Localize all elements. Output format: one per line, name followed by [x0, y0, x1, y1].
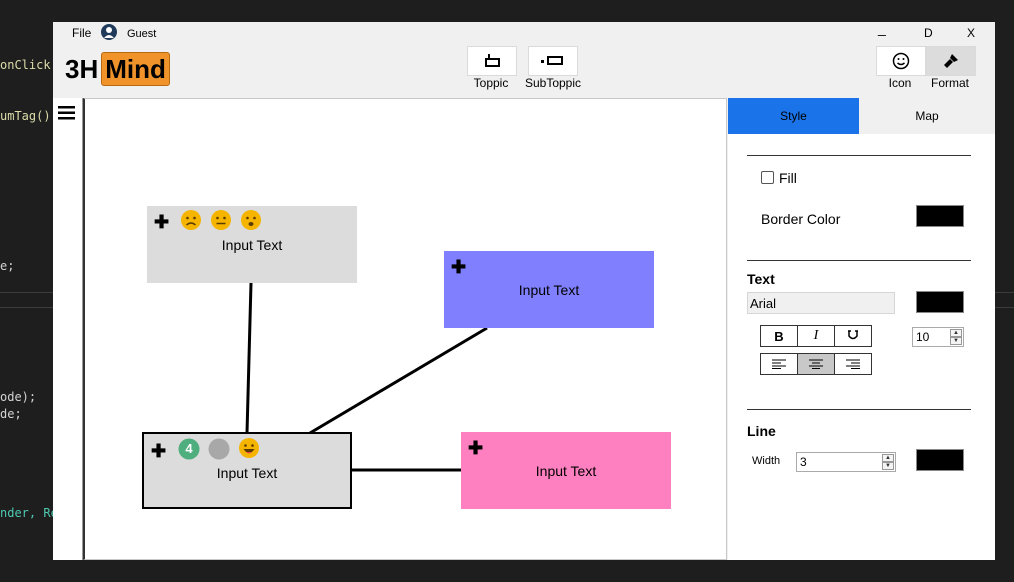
editor-divider: [0, 307, 53, 308]
top-bar: File Guest 3H Mind Toppic SubToppic: [53, 20, 995, 98]
editor-divider: [995, 292, 1014, 293]
underline-button[interactable]: [835, 326, 871, 346]
format-brush-icon: [944, 54, 958, 68]
border-color-label: Border Color: [761, 211, 841, 227]
line-width-stepper[interactable]: 3 ▲▼: [796, 452, 896, 472]
node-text[interactable]: Input Text: [518, 282, 580, 298]
icon-label: Icon: [888, 76, 912, 90]
format-button[interactable]: [926, 46, 976, 76]
code-fragment: de;: [0, 407, 22, 421]
connector-line: [309, 326, 488, 435]
align-center-icon: [809, 359, 823, 369]
topic-node[interactable]: ✚ 4 Input Text: [142, 432, 352, 509]
sad-face-icon: [181, 210, 201, 230]
stepper-arrows[interactable]: ▲▼: [950, 329, 962, 345]
align-left-button[interactable]: [761, 354, 798, 374]
node-text[interactable]: Input Text: [535, 463, 597, 479]
node-text[interactable]: Input Text: [221, 237, 283, 253]
divider: [747, 409, 971, 410]
align-right-icon: [846, 359, 860, 369]
topic-node[interactable]: ✚ Input Text: [147, 206, 357, 283]
topic-icon: [485, 54, 500, 67]
minimize-button[interactable]: _: [878, 20, 886, 36]
bold-button[interactable]: B: [761, 326, 798, 346]
font-size-value: 10: [916, 330, 930, 344]
align-center-button[interactable]: [798, 354, 835, 374]
neutral-face-icon: [211, 210, 231, 230]
add-topic-button[interactable]: [467, 46, 517, 76]
line-section-header: Line: [747, 423, 776, 439]
topic-node[interactable]: ✚ Input Text: [461, 432, 671, 509]
properties-panel: Style Map Fill Border Color Text Arial B…: [728, 98, 995, 560]
text-section-header: Text: [747, 271, 775, 287]
fill-label: Fill: [779, 170, 797, 186]
connector-line: [245, 282, 253, 434]
logo-text: 3H: [65, 53, 99, 84]
italic-label: I: [813, 328, 819, 343]
connector-lines: [245, 282, 488, 472]
icon-button[interactable]: [876, 46, 926, 76]
editor-divider: [0, 292, 53, 293]
logo-highlight: Mind: [101, 52, 170, 86]
expand-plus-icon[interactable]: ✚: [468, 438, 484, 458]
divider: [747, 260, 971, 261]
border-color-swatch[interactable]: [916, 205, 964, 227]
code-fragment: ode);: [0, 390, 37, 404]
maximize-button[interactable]: D: [924, 26, 933, 40]
code-fragment: onClick: [0, 58, 51, 72]
alignment-group: [760, 353, 872, 375]
up-arrow-icon[interactable]: ▲: [950, 329, 962, 337]
expand-plus-icon[interactable]: ✚: [154, 212, 170, 232]
bold-label: B: [774, 328, 784, 344]
line-color-swatch[interactable]: [916, 449, 964, 471]
fill-checkbox[interactable]: [761, 171, 774, 184]
subtopic-icon: [541, 56, 563, 65]
up-arrow-icon[interactable]: ▲: [882, 454, 894, 462]
font-size-stepper[interactable]: 10 ▲▼: [912, 327, 964, 347]
app-logo: 3H Mind: [65, 51, 170, 87]
text-style-group: B I: [760, 325, 872, 347]
app-window: File Guest 3H Mind Toppic SubToppic: [53, 20, 995, 560]
topic-node[interactable]: ✚ Input Text: [444, 251, 654, 328]
mindmap-canvas[interactable]: ✚ Input Text ✚ Input Text: [83, 98, 727, 560]
font-family-field[interactable]: Arial: [747, 292, 895, 314]
user-name[interactable]: Guest: [127, 28, 157, 40]
underline-icon: [848, 330, 858, 340]
align-left-icon: [772, 359, 786, 369]
code-token: nder,: [0, 506, 37, 520]
progress-circle-icon: [208, 438, 230, 460]
expand-plus-icon[interactable]: ✚: [151, 441, 167, 461]
node-text[interactable]: Input Text: [216, 465, 278, 481]
stepper-arrows[interactable]: ▲▼: [882, 454, 894, 470]
close-button[interactable]: X: [967, 26, 976, 40]
code-fragment: e;: [0, 259, 15, 273]
code-fragment: umTag(): [0, 109, 51, 123]
left-sidebar: [53, 98, 83, 560]
down-arrow-icon[interactable]: ▼: [882, 462, 894, 470]
priority-badge: 4: [185, 441, 193, 456]
align-right-button[interactable]: [835, 354, 871, 374]
smiley-icon: [892, 52, 910, 70]
worried-face-icon: [241, 210, 261, 230]
user-icon[interactable]: [101, 24, 117, 40]
editor-divider: [995, 307, 1014, 308]
number-badge-icon: [178, 438, 200, 460]
grinning-face-icon: [239, 438, 259, 458]
hamburger-menu-icon[interactable]: [56, 104, 78, 122]
topic-label: Toppic: [473, 76, 509, 90]
divider: [747, 155, 971, 156]
tab-map[interactable]: Map: [859, 98, 995, 134]
text-color-swatch[interactable]: [916, 291, 964, 313]
menu-file[interactable]: File: [72, 26, 92, 40]
width-label: Width: [752, 455, 781, 467]
add-subtopic-button[interactable]: [528, 46, 578, 76]
italic-button[interactable]: I: [798, 326, 835, 346]
format-label: Format: [930, 76, 969, 90]
subtopic-label: SubToppic: [524, 76, 582, 90]
expand-plus-icon[interactable]: ✚: [451, 257, 467, 277]
down-arrow-icon[interactable]: ▼: [950, 337, 962, 345]
line-width-value: 3: [800, 455, 807, 469]
tab-style[interactable]: Style: [728, 98, 859, 134]
code-fragment: nder, Re: [0, 506, 58, 520]
